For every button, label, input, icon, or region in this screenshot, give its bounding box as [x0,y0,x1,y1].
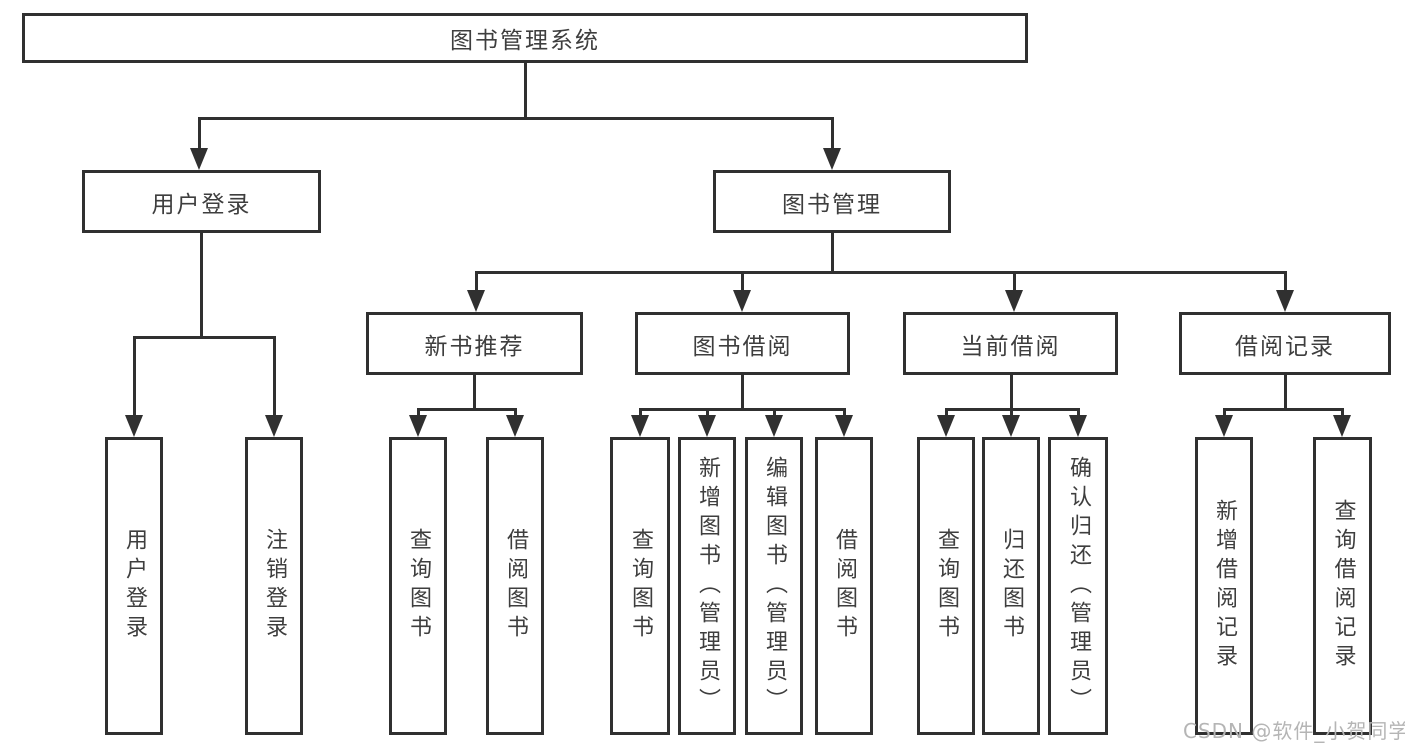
connector-drop-leaf [639,408,642,416]
leaf-confirm-return-admin: 确认归还（管理员） [1048,437,1108,735]
connector-userlogin-hline [133,336,276,339]
connector-drop-leaf [1010,408,1013,416]
arrowhead-leaf [506,415,524,437]
connector-drop-leaf [1077,408,1080,416]
leaf-add-borrow-record: 新增借阅记录 [1195,437,1253,735]
leaf-edit-books-admin: 编辑图书（管理员） [745,437,803,735]
connector-borrowrecord-hline [1223,408,1344,411]
arrowhead-login-leaf [125,415,143,437]
arrowhead-book-borrow [733,290,751,312]
connector-drop-leaf [843,408,846,416]
connector-drop-new-book [475,271,478,292]
leaf-query-books-borrow: 查询图书 [610,437,670,735]
connector-newbook-vline [473,375,476,409]
leaf-add-books-admin: 新增图书（管理员） [678,437,736,735]
arrowhead-leaf [631,415,649,437]
connector-drop-book-mgmt [831,117,834,150]
connector-currentborrow-vline [1010,375,1013,409]
connector-bookborrow-vline [741,375,744,409]
arrowhead-leaf [1069,415,1087,437]
arrowhead-logout-leaf [265,415,283,437]
connector-bookborrow-hline [639,408,845,411]
connector-drop-leaf [773,408,776,416]
connector-drop-leaf [417,408,420,416]
arrowhead-leaf [835,415,853,437]
connector-drop-borrow-record [1284,271,1287,292]
node-user-login: 用户登录 [82,170,321,233]
connector-root-hline [198,117,834,120]
leaf-logout: 注销登录 [245,437,303,735]
connector-drop-login-leaf [133,336,136,417]
node-book-management: 图书管理 [713,170,951,233]
leaf-query-borrow-record: 查询借阅记录 [1313,437,1372,735]
arrowhead-leaf [1002,415,1020,437]
connector-drop-user-login [198,117,201,150]
connector-drop-leaf [514,408,517,416]
connector-drop-leaf [706,408,709,416]
leaf-return-books: 归还图书 [982,437,1040,735]
arrowhead-user-login [190,148,208,170]
leaf-query-books-current: 查询图书 [917,437,975,735]
connector-drop-leaf [945,408,948,416]
arrowhead-leaf [765,415,783,437]
csdn-watermark: CSDN @软件_小贺同学 [1183,719,1405,743]
connector-userlogin-vline [200,233,203,337]
arrowhead-current-borrow [1005,290,1023,312]
arrowhead-leaf [698,415,716,437]
leaf-query-books-recommend: 查询图书 [389,437,447,735]
connector-drop-current-borrow [1013,271,1016,292]
node-current-borrowing: 当前借阅 [903,312,1118,375]
connector-borrowrecord-vline [1284,375,1287,409]
connector-drop-leaf [1223,408,1226,416]
node-new-book-recommend: 新书推荐 [366,312,583,375]
node-library-management-system: 图书管理系统 [22,13,1028,63]
leaf-borrow-books-recommend: 借阅图书 [486,437,544,735]
connector-drop-logout-leaf [273,336,276,417]
arrowhead-leaf [1333,415,1351,437]
arrowhead-leaf [409,415,427,437]
connector-bookmgmt-hline [475,271,1287,274]
connector-drop-book-borrow [741,271,744,292]
arrowhead-borrow-record [1276,290,1294,312]
leaf-user-login: 用户登录 [105,437,163,735]
connector-root-vline [524,63,527,119]
connector-bookmgmt-vline [831,233,834,272]
connector-drop-leaf [1341,408,1344,416]
node-book-borrowing: 图书借阅 [635,312,850,375]
leaf-borrow-books: 借阅图书 [815,437,873,735]
arrowhead-leaf [937,415,955,437]
arrowhead-leaf [1215,415,1233,437]
node-borrowing-records: 借阅记录 [1179,312,1391,375]
arrowhead-new-book [467,290,485,312]
connector-newbook-hline [417,408,517,411]
arrowhead-book-mgmt [823,148,841,170]
